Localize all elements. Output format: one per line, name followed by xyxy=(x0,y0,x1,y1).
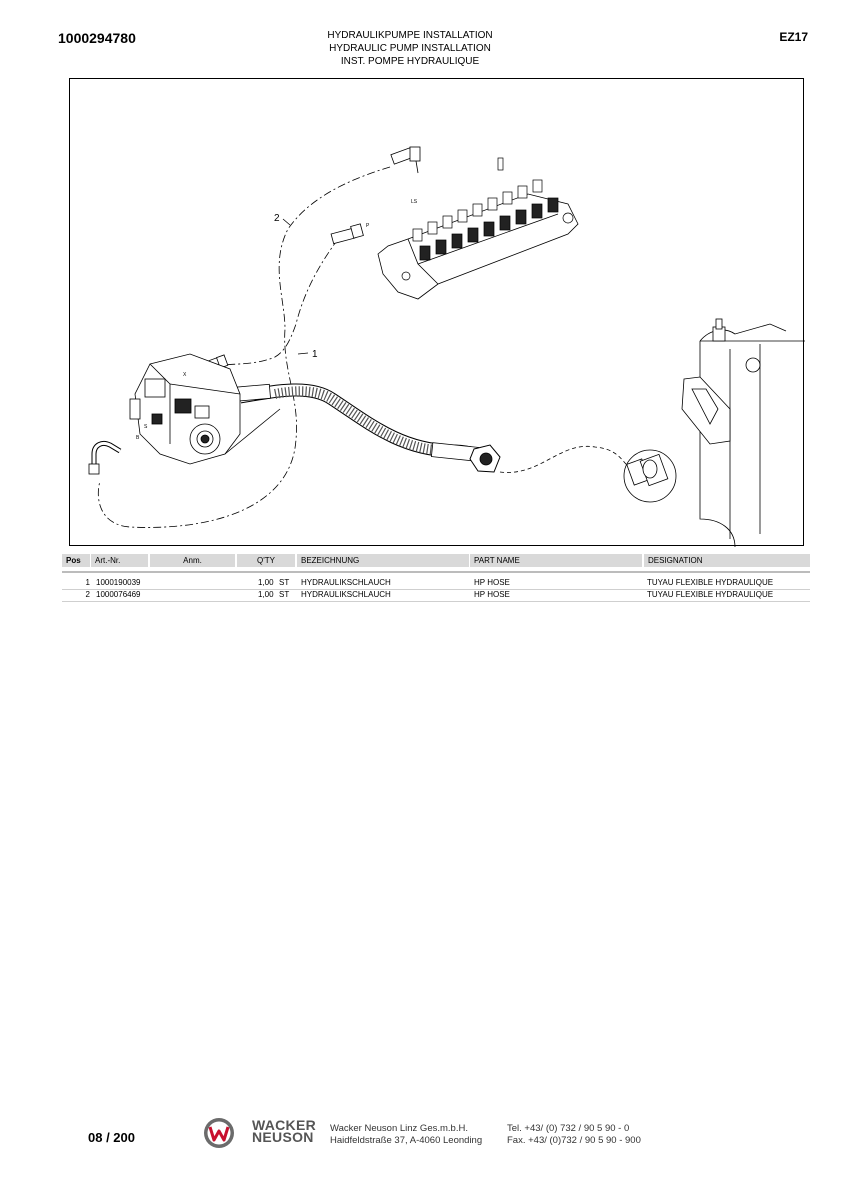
pump-s-elbow-fitting xyxy=(88,440,122,475)
row-part-name: HP HOSE xyxy=(474,578,510,587)
fax-number: Fax. +43/ (0)732 / 90 5 90 - 900 xyxy=(507,1135,641,1146)
hydraulic-installation-drawing: 2 1 LS P X S B xyxy=(88,146,805,547)
wacker-neuson-logo-icon xyxy=(203,1117,235,1149)
phone-number: Tel. +43/ (0) 732 / 90 5 90 - 0 xyxy=(507,1123,630,1134)
table-row: 1 1000190039 1,00 ST HYDRAULIKSCHLAUCH H… xyxy=(62,577,810,590)
column-pos: Pos xyxy=(62,554,90,567)
exploded-view-figure: 2 1 LS P X S B xyxy=(69,78,805,547)
row-bezeichnung: HYDRAULIKSCHLAUCH xyxy=(301,578,391,587)
column-designation: DESIGNATION xyxy=(644,554,810,567)
table-header-rule xyxy=(62,571,810,573)
column-anm: Anm. xyxy=(150,554,235,567)
title-english: HYDRAULIC PUMP INSTALLATION xyxy=(329,43,491,54)
port-label-b: B xyxy=(136,435,140,441)
column-art-nr: Art.-Nr. xyxy=(91,554,148,567)
parts-table-header: Pos Art.-Nr. Anm. Q'TY BEZEICHNUNG PART … xyxy=(62,554,810,567)
company-contact: Tel. +43/ (0) 732 / 90 5 90 - 0 Fax. +43… xyxy=(507,1123,641,1147)
row-qty: 1,00 xyxy=(258,578,274,587)
company-name: Wacker Neuson Linz Ges.m.b.H. xyxy=(330,1123,468,1134)
hydraulic-tank xyxy=(681,318,805,547)
brand-wordmark: WACKER NEUSON xyxy=(252,1117,317,1145)
row-designation: TUYAU FLEXIBLE HYDRAULIQUE xyxy=(647,590,774,599)
page-number: 08 / 200 xyxy=(88,1130,135,1145)
port-label-ls: LS xyxy=(411,199,418,205)
model-code: EZ17 xyxy=(779,30,808,44)
company-street: Haidfeldstraße 37, A-4060 Leonding xyxy=(330,1135,483,1146)
document-number: 1000294780 xyxy=(58,30,136,46)
tank-connection-route xyxy=(499,445,631,473)
port-label-p: P xyxy=(366,223,370,229)
row-art-nr: 1000076469 xyxy=(96,590,141,599)
row-designation: TUYAU FLEXIBLE HYDRAULIQUE xyxy=(647,578,774,587)
title-german: HYDRAULIKPUMPE INSTALLATION xyxy=(327,30,493,41)
brand-line-1: WACKER xyxy=(252,1117,317,1133)
p-straight-fitting xyxy=(330,223,364,245)
ls-elbow-fitting xyxy=(390,146,421,174)
column-qty: Q'TY xyxy=(237,554,295,567)
row-unit: ST xyxy=(279,590,290,599)
row-art-nr: 1000190039 xyxy=(96,578,141,587)
page-titles: HYDRAULIKPUMPE INSTALLATION HYDRAULIC PU… xyxy=(270,29,550,68)
row-unit: ST xyxy=(279,578,290,587)
callout-1: 1 xyxy=(312,349,318,360)
port-label-s: S xyxy=(144,424,148,430)
company-address: Wacker Neuson Linz Ges.m.b.H. Haidfeldst… xyxy=(330,1123,482,1147)
row-part-name: HP HOSE xyxy=(474,590,510,599)
hydraulic-pump xyxy=(129,353,281,465)
row-qty: 1,00 xyxy=(258,590,274,599)
tank-port-detail xyxy=(623,449,677,503)
brand-line-2: NEUSON xyxy=(252,1129,314,1145)
control-valve-block xyxy=(377,157,579,300)
row-pos: 2 xyxy=(85,590,90,599)
row-pos: 1 xyxy=(85,578,90,587)
table-row: 2 1000076469 1,00 ST HYDRAULIKSCHLAUCH H… xyxy=(62,589,810,602)
port-label-x: X xyxy=(183,372,187,378)
title-french: INST. POMPE HYDRAULIQUE xyxy=(340,56,480,67)
column-bezeichnung: BEZEICHNUNG xyxy=(297,554,469,567)
row-bezeichnung: HYDRAULIKSCHLAUCH xyxy=(301,590,391,599)
callout-2: 2 xyxy=(274,213,280,224)
hose-1-route xyxy=(214,238,339,368)
column-part-name: PART NAME xyxy=(470,554,642,567)
hose-2-route xyxy=(97,166,391,528)
